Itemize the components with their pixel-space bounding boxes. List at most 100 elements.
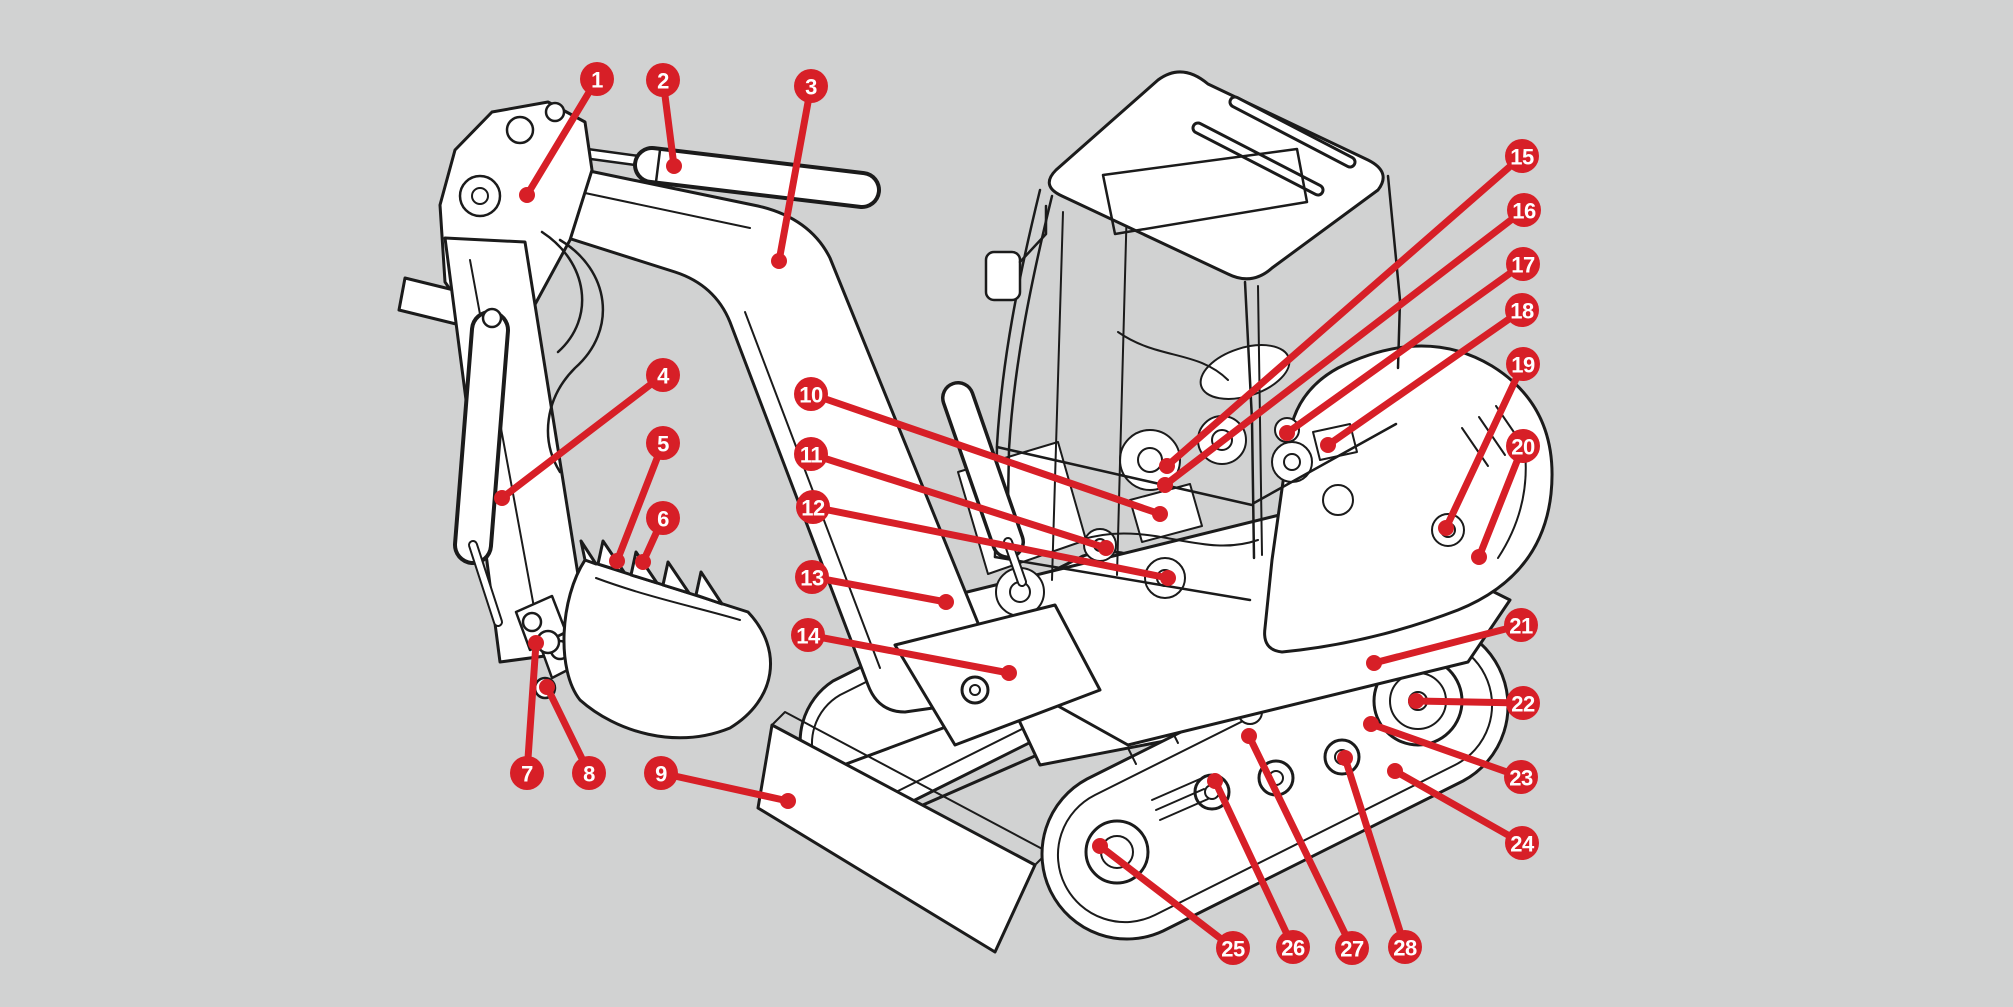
callout-leader-line (1283, 260, 1527, 437)
callout-leader-line (1161, 206, 1528, 489)
callout-leader-line (1367, 720, 1525, 781)
callout-22: 22 (1408, 686, 1540, 720)
bucket-tooth (694, 570, 724, 606)
callout-endpoint-dot (519, 187, 535, 203)
callout-leader-line (1324, 306, 1526, 449)
callout-1: 1 (519, 62, 614, 203)
callout-bubble (1506, 429, 1540, 463)
callout-leader-line (1370, 621, 1525, 667)
callout-number: 19 (1511, 353, 1535, 378)
callout-number: 17 (1511, 253, 1535, 278)
callout-10: 10 (794, 377, 1168, 522)
callout-endpoint-dot (1408, 693, 1424, 709)
callout-bubble (1505, 826, 1539, 860)
callout-endpoint-dot (609, 553, 625, 569)
callout-leader-line (775, 82, 815, 265)
callout-number: 12 (801, 496, 825, 521)
callout-endpoint-dot (1157, 477, 1173, 493)
cab-roof (1047, 70, 1385, 281)
callout-number: 18 (1510, 299, 1534, 324)
callout-endpoint-dot (1363, 716, 1379, 732)
callout-number: 14 (796, 624, 821, 649)
callout-leader-line (1391, 767, 1526, 847)
callout-endpoint-dot (635, 554, 651, 570)
callout-leader-line (657, 769, 792, 805)
callout-number: 22 (1511, 692, 1535, 717)
callout-leader-line (523, 75, 601, 199)
callout-endpoint-dot (1001, 665, 1017, 681)
callout-bubble (1388, 930, 1422, 964)
callout-3: 3 (771, 69, 828, 269)
callout-bubble (1216, 931, 1250, 965)
callout-bubble (1504, 608, 1538, 642)
callout-17: 17 (1279, 247, 1540, 441)
callout-leader-line (804, 631, 1013, 677)
callout-leader-line (808, 573, 950, 606)
mirror (984, 250, 1022, 302)
callout-number: 11 (800, 443, 823, 468)
callout-number: 28 (1393, 936, 1417, 961)
dipper-arm (443, 230, 605, 664)
callout-endpoint-dot (1241, 728, 1257, 744)
callout-number: 1 (591, 68, 603, 93)
excavator-line-art (397, 70, 1554, 954)
callout-number: 3 (805, 75, 817, 100)
callout-21: 21 (1366, 608, 1538, 671)
callout-bubble (646, 426, 680, 460)
callout-number: 2 (657, 69, 669, 94)
callout-leader-line (1475, 442, 1527, 561)
boom (465, 150, 1102, 747)
callout-12: 12 (796, 490, 1176, 586)
callout-endpoint-dot (771, 253, 787, 269)
callout-bubble (1504, 760, 1538, 794)
callout-leader-line (1341, 754, 1409, 951)
engine-cover (1263, 344, 1554, 654)
callout-bubble (1507, 193, 1541, 227)
callout-endpoint-dot (666, 158, 682, 174)
callout-number: 5 (657, 432, 669, 457)
callout-bubble (580, 62, 614, 96)
callout-4: 4 (494, 358, 680, 506)
callout-28: 28 (1337, 750, 1422, 964)
callout-leader-line (498, 371, 667, 502)
callout-endpoint-dot (780, 793, 796, 809)
callout-leader-line (807, 450, 1110, 552)
callout-endpoint-dot (1337, 750, 1353, 766)
callout-number: 10 (799, 383, 823, 408)
callout-5: 5 (609, 426, 680, 569)
bucket-cylinder (453, 307, 510, 627)
callout-leader-line (1412, 697, 1527, 707)
callout-leader-line (1211, 777, 1297, 951)
callout-bubble (796, 490, 830, 524)
bucket-tooth (661, 560, 691, 595)
callout-bubble (1505, 293, 1539, 327)
callout-endpoint-dot (1160, 570, 1176, 586)
callout-endpoint-dot (1207, 773, 1223, 789)
callout-endpoint-dot (1159, 458, 1175, 474)
callout-number: 24 (1510, 832, 1535, 857)
callout-bubble (572, 756, 606, 790)
callout-11: 11 (794, 437, 1114, 556)
callout-15: 15 (1159, 139, 1539, 474)
callout-27: 27 (1241, 728, 1369, 965)
callout-bubble (646, 63, 680, 97)
callout-endpoint-dot (1152, 506, 1168, 522)
callout-2: 2 (646, 63, 682, 174)
callout-endpoint-dot (1279, 425, 1295, 441)
callout-bubble (794, 69, 828, 103)
callout-23: 23 (1363, 716, 1538, 794)
callout-leader-line (613, 439, 667, 565)
callout-number: 15 (1510, 145, 1534, 170)
callout-leader-line (523, 639, 540, 777)
callout-leader-line (1163, 152, 1526, 470)
callout-number: 20 (1511, 435, 1535, 460)
callout-endpoint-dot (1092, 838, 1108, 854)
side-cutter (579, 539, 598, 566)
callout-24: 24 (1387, 763, 1539, 860)
callout-18: 18 (1320, 293, 1539, 453)
callout-bubble (791, 618, 825, 652)
callout-number: 27 (1340, 937, 1364, 962)
callout-bubble (794, 437, 828, 471)
